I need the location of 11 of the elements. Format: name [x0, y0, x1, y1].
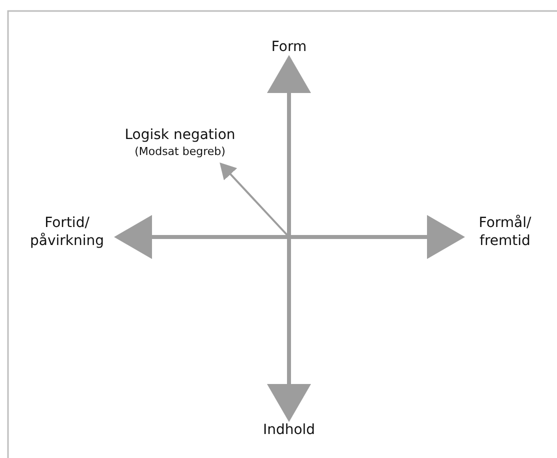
label-heading: Logisk negation	[124, 126, 236, 144]
axis-label: Form	[259, 38, 319, 56]
arrow	[267, 237, 311, 422]
arrow	[267, 55, 311, 237]
arrow	[220, 162, 290, 238]
label-subtext: (Modsat begreb)	[134, 144, 226, 159]
axis-label: Formål/ fremtid	[463, 214, 547, 256]
arrow	[289, 215, 465, 259]
axis-label: Indhold	[249, 421, 329, 439]
axis-label: Fortid/ påvirkning	[17, 214, 117, 256]
arrow	[114, 215, 289, 259]
